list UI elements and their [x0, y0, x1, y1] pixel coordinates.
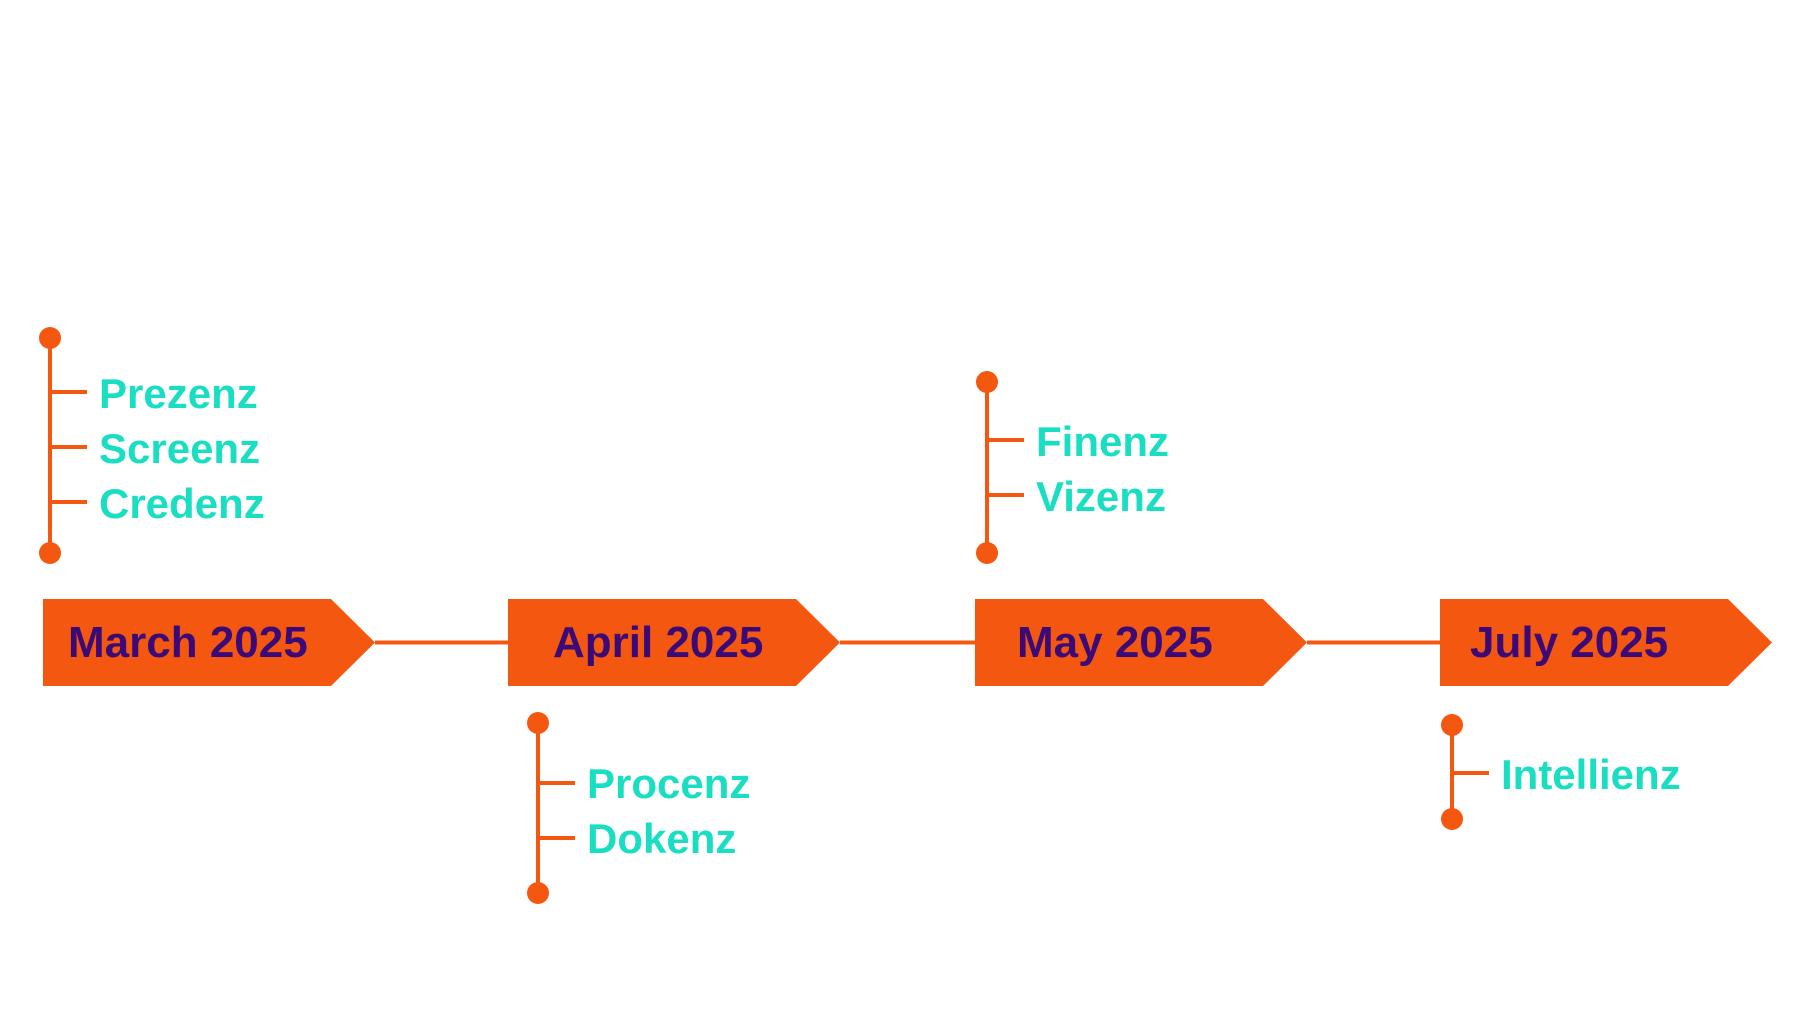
milestone-arrow — [508, 599, 840, 686]
milestone-arrow — [43, 599, 375, 686]
milestone-item-label: Finenz — [1036, 418, 1169, 465]
stem-endpoint-dot — [527, 882, 549, 904]
stem-endpoint-dot — [39, 542, 61, 564]
milestone-label: July 2025 — [1470, 618, 1668, 667]
milestone-arrow — [1440, 599, 1772, 686]
stem-endpoint-dot — [39, 327, 61, 349]
stem-endpoint-dot — [1441, 808, 1463, 830]
milestone-item-label: Procenz — [587, 760, 750, 807]
milestone-label: March 2025 — [68, 618, 308, 667]
milestone-label: April 2025 — [553, 618, 763, 667]
stem-endpoint-dot — [1441, 714, 1463, 736]
milestone-item-label: Credenz — [99, 480, 265, 527]
stem-endpoint-dot — [976, 371, 998, 393]
milestone-item-label: Vizenz — [1036, 473, 1166, 520]
stem-endpoint-dot — [527, 712, 549, 734]
milestone-item-label: Dokenz — [587, 815, 736, 862]
stem-endpoint-dot — [976, 542, 998, 564]
milestone-label: May 2025 — [1017, 618, 1213, 667]
milestone-item-label: Intellienz — [1501, 751, 1681, 798]
milestone-item-label: Screenz — [99, 425, 260, 472]
milestone-item-label: Prezenz — [99, 370, 258, 417]
milestone-arrow — [975, 599, 1307, 686]
